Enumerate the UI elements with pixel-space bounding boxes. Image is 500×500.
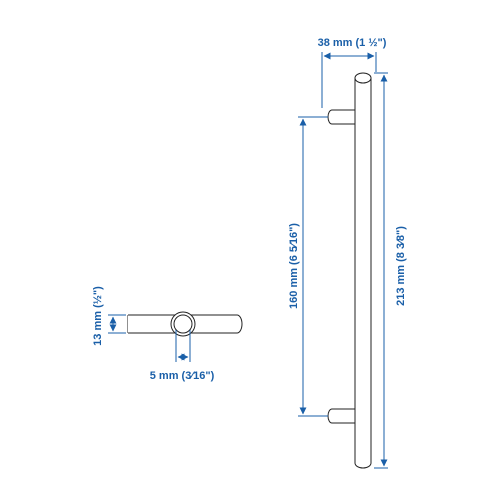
upper-leg (327, 109, 357, 125)
bar-top-end (354, 72, 372, 84)
hole-distance-dimension: 160 mm (6 5⁄16") (288, 116, 328, 417)
handle-bar (354, 78, 372, 469)
handle-side-view (327, 72, 372, 469)
depth-label: 13 mm (½") (92, 286, 104, 346)
screw-hole-inner (173, 314, 193, 334)
width-label: 38 mm (1 ½") (318, 37, 387, 49)
length-label: 213 mm (8 3⁄8") (395, 226, 407, 306)
hole-distance-label: 160 mm (6 5⁄16") (288, 223, 300, 309)
diameter-label: 5 mm (3⁄16") (150, 370, 215, 382)
depth-dimension: 13 mm (½") (92, 286, 126, 346)
width-dimension: 38 mm (1 ½") (318, 37, 387, 108)
length-dimension: 213 mm (8 3⁄8") (374, 72, 407, 469)
lower-leg (327, 408, 357, 424)
handle-top-view (127, 311, 243, 337)
diameter-dimension: 5 mm (3⁄16") (150, 330, 215, 382)
